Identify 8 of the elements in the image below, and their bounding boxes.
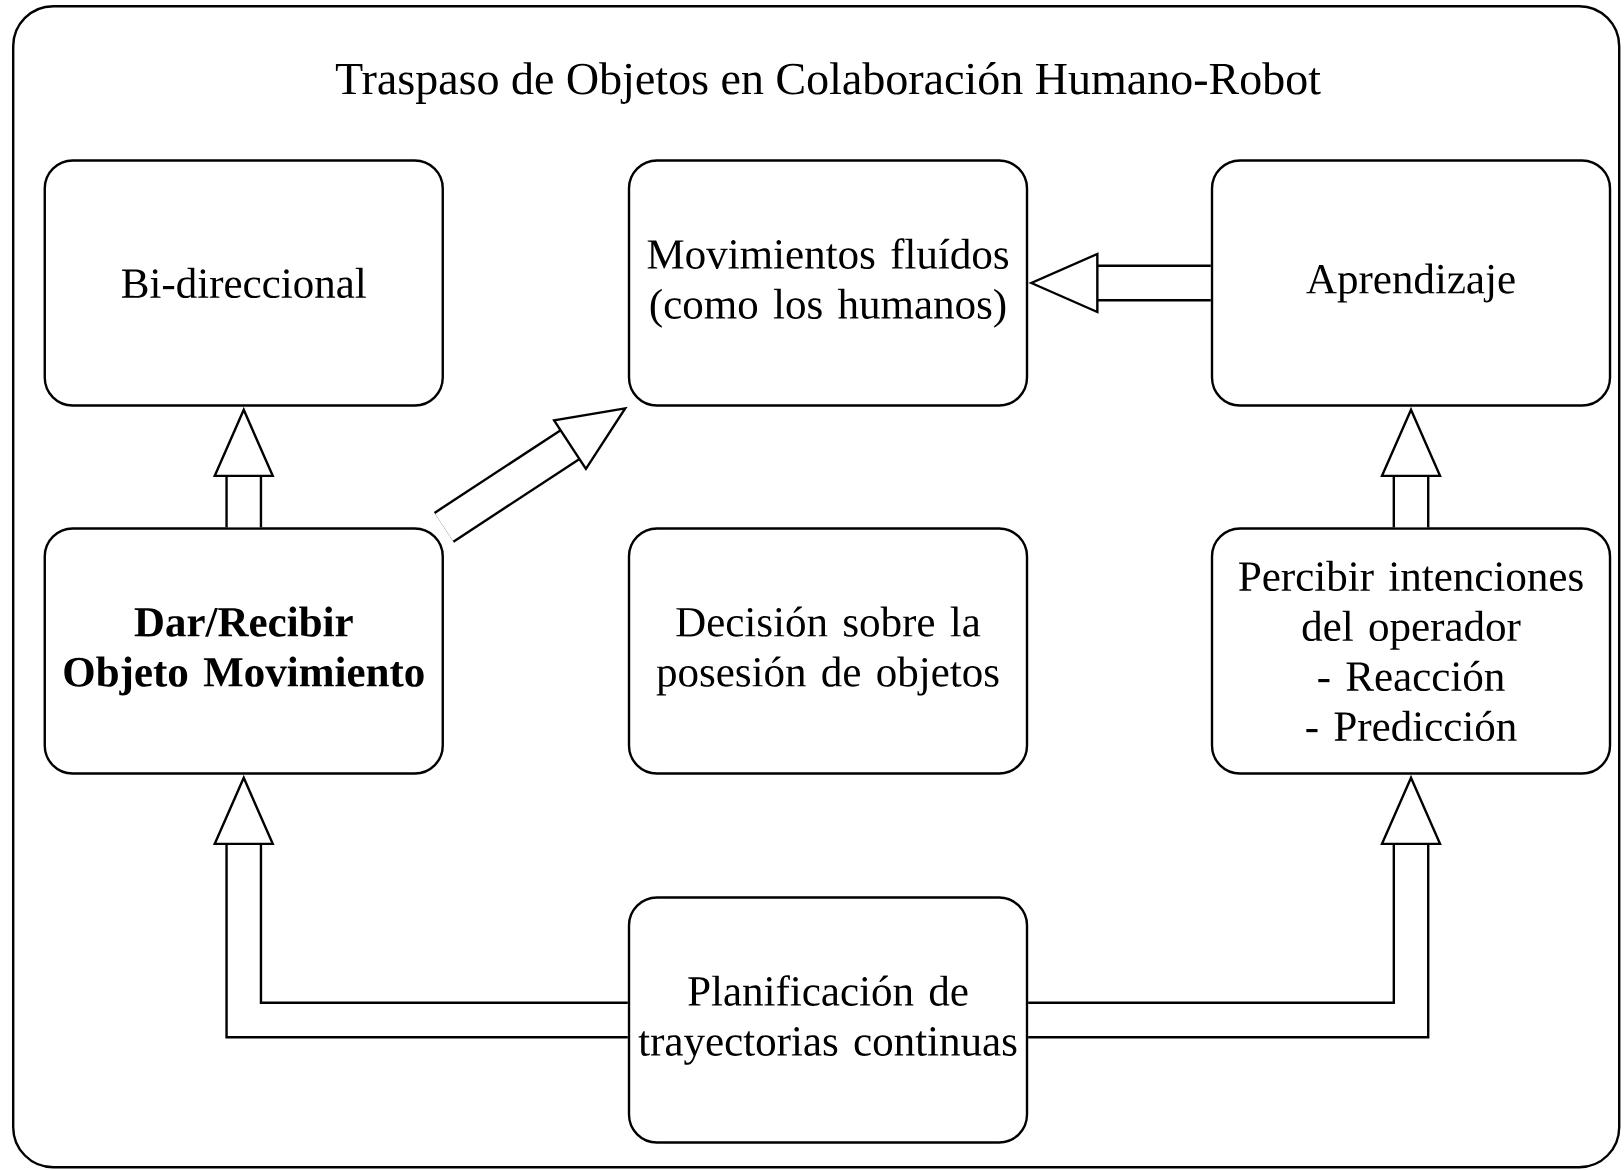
process-box: Movimientos fluídos (como los humanos) bbox=[627, 159, 1029, 407]
process-box: Dar/Recibir Objeto Movimiento bbox=[43, 527, 444, 775]
process-box: Planificación de trayectorias continuas bbox=[627, 896, 1029, 1144]
process-box: Bi-direccional bbox=[43, 159, 444, 407]
process-box: Percibir intenciones del operador - Reacción - Predicción bbox=[1210, 527, 1612, 775]
process-box: Aprendizaje bbox=[1210, 159, 1612, 407]
process-box: Decisión sobre la posesión de objetos bbox=[627, 527, 1029, 775]
title: Traspaso de Objetos en Colaboración Humano-Robot bbox=[335, 62, 1321, 104]
